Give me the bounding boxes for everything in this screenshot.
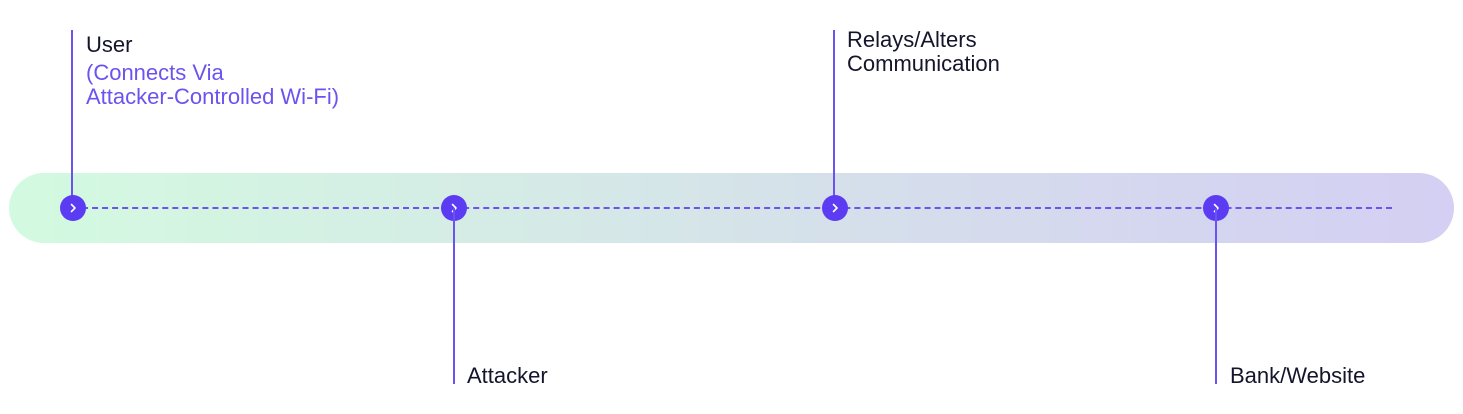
step-relay-connector [833, 30, 835, 208]
step-attacker-connector [453, 208, 455, 384]
step-user-node [60, 195, 86, 221]
step-user-title: User [86, 32, 133, 57]
step-relay-title-line1: Relays/Alters [847, 27, 977, 52]
timeline-dashed-connector [72, 207, 1392, 209]
step-relay-node [822, 195, 848, 221]
step-user-subtitle-line2: Attacker-Controlled Wi-Fi) [86, 84, 340, 109]
step-user-subtitle-line1: (Connects Via [86, 60, 224, 85]
step-bank-connector [1215, 208, 1217, 384]
step-bank-title: Bank/Website [1230, 363, 1366, 388]
step-attacker-title: Attacker [467, 363, 548, 388]
step-relay-title-line2: Communication [847, 51, 1000, 76]
chevron-right-icon [70, 203, 76, 213]
step-user-connector [71, 30, 73, 208]
chevron-right-icon [832, 203, 838, 213]
